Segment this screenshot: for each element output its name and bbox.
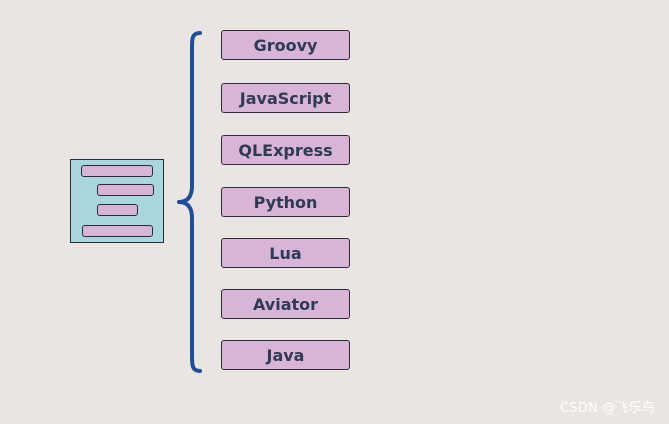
language-box-java: Java bbox=[221, 340, 350, 370]
curly-brace bbox=[177, 31, 202, 373]
watermark-text: CSDN @飞乐鸟 bbox=[560, 401, 655, 416]
language-box-groovy: Groovy bbox=[221, 30, 350, 60]
language-box-lua: Lua bbox=[221, 238, 350, 268]
code-line-icon bbox=[97, 184, 154, 196]
code-line-icon bbox=[97, 204, 138, 216]
script-file-icon bbox=[70, 159, 164, 243]
code-line-icon bbox=[81, 165, 153, 177]
language-box-python: Python bbox=[221, 187, 350, 217]
language-box-aviator: Aviator bbox=[221, 289, 350, 319]
language-box-javascript: JavaScript bbox=[221, 83, 350, 113]
language-box-qlexpress: QLExpress bbox=[221, 135, 350, 165]
code-line-icon bbox=[82, 225, 153, 237]
